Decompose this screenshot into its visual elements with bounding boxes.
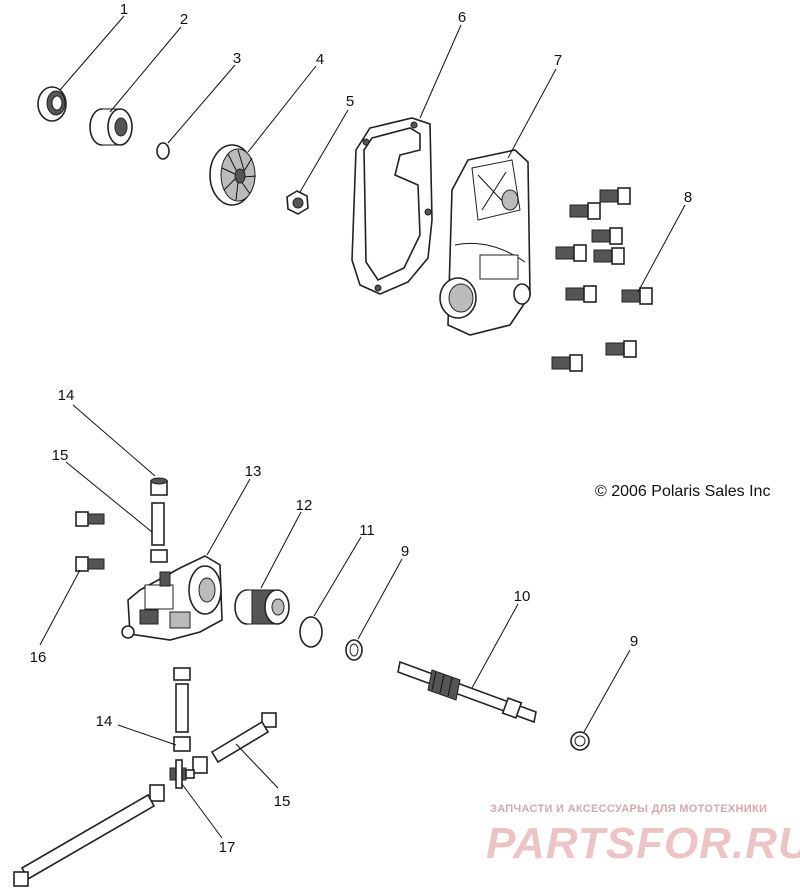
callout-14-lower: 14 xyxy=(96,713,113,730)
part-14-cap-lower xyxy=(149,667,277,802)
part-3-oring xyxy=(156,142,170,160)
watermark-logo: PARTSFOR.RU xyxy=(486,819,800,868)
part-9-washer-lower xyxy=(570,731,590,751)
part-1-seal xyxy=(37,86,67,122)
callout-6: 6 xyxy=(458,9,466,26)
part-13-oil-pump xyxy=(121,555,223,641)
callout-9-lower: 9 xyxy=(630,633,638,650)
callout-11: 11 xyxy=(359,522,375,539)
leader-lines xyxy=(39,15,686,839)
callout-3: 3 xyxy=(233,50,241,67)
callout-4: 4 xyxy=(316,51,324,68)
callout-17: 17 xyxy=(219,839,236,856)
part-14-cap-mid xyxy=(150,549,168,563)
part-2-bearing xyxy=(89,108,133,146)
callout-14-upper: 14 xyxy=(58,387,75,404)
callout-15-lower: 15 xyxy=(274,793,291,810)
part-15-hose-diagonal xyxy=(210,720,270,764)
part-5-nut xyxy=(286,190,309,215)
part-8-bolts xyxy=(551,187,653,372)
callout-5: 5 xyxy=(346,93,354,110)
callout-1: 1 xyxy=(120,1,128,18)
part-17-tee-fitting xyxy=(169,759,195,789)
part-16-bolts xyxy=(75,511,105,572)
callout-7: 7 xyxy=(554,52,562,69)
part-4-impeller xyxy=(209,144,257,206)
part-9-washer-upper xyxy=(345,639,363,661)
part-7-housing-cover xyxy=(439,149,531,336)
part-14-cap-upper xyxy=(150,477,168,496)
copyright-notice: © 2006 Polaris Sales Inc xyxy=(595,483,770,500)
callout-2: 2 xyxy=(180,11,188,28)
callout-16: 16 xyxy=(30,649,47,666)
callout-13: 13 xyxy=(245,463,262,480)
callout-8: 8 xyxy=(684,189,692,206)
part-15-hose-vertical xyxy=(175,683,189,733)
watermark-caption: ЗАПЧАСТИ И АКСЕССУАРЫ ДЛЯ МОТОТЕХНИКИ xyxy=(490,803,767,815)
part-11-oring xyxy=(299,616,323,648)
callout-10: 10 xyxy=(514,588,531,605)
part-14-cap-end xyxy=(13,871,29,887)
callout-labels: 1 2 3 4 5 6 7 8 9 9 10 11 12 13 14 14 15… xyxy=(30,1,693,856)
callout-15-upper: 15 xyxy=(52,447,69,464)
part-15-hose-long xyxy=(20,793,156,881)
part-12-gear xyxy=(234,589,290,625)
part-15-hose-short xyxy=(151,502,165,546)
part-6-gasket xyxy=(351,117,433,295)
callout-12: 12 xyxy=(296,497,313,514)
part-10-drive-shaft xyxy=(397,660,537,724)
callout-9-upper: 9 xyxy=(401,543,409,560)
